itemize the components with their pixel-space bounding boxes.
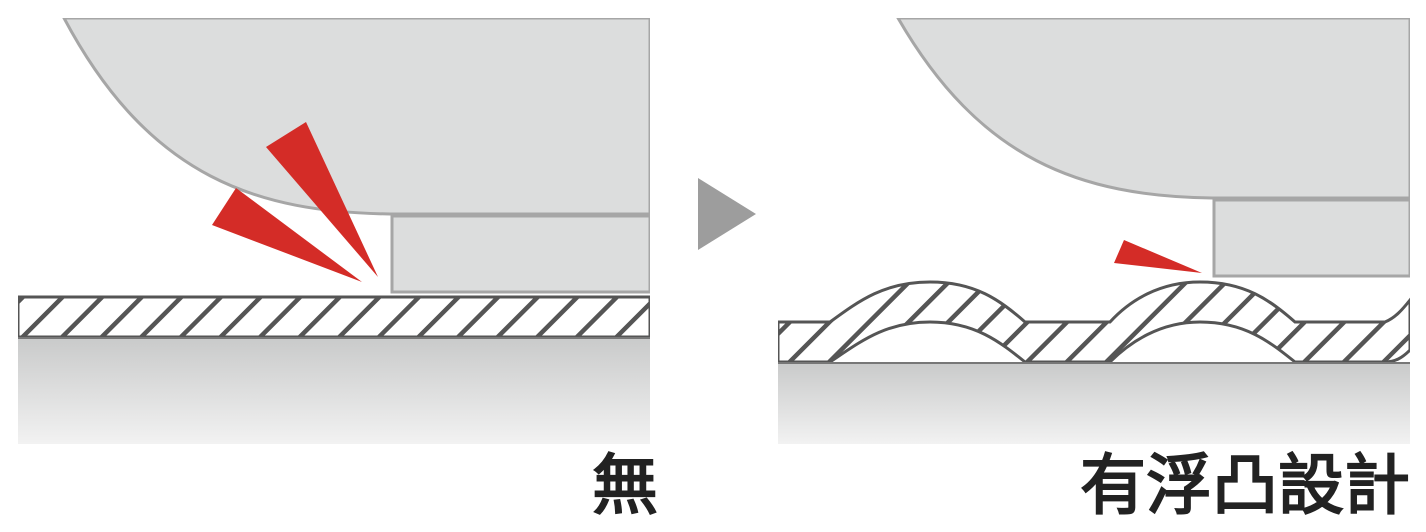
embossed-hatched-layer [778,280,1410,364]
panel-without [18,18,650,444]
caption-without: 無 [592,447,658,524]
contact-block [390,214,650,294]
base-layer [778,363,1410,444]
red-wedge-icon [266,122,378,277]
red-wedge-icon [1114,240,1202,273]
hatched-layer [18,295,650,339]
right-triangle-arrow-icon [698,178,756,250]
pad-surface [896,18,1410,200]
pad-surface [62,18,650,216]
panel-with [778,18,1410,444]
red-wedge-icon [212,188,362,282]
caption-with: 有浮凸設計 [1080,447,1410,524]
contact-block [1212,198,1410,278]
base-layer [18,338,650,444]
